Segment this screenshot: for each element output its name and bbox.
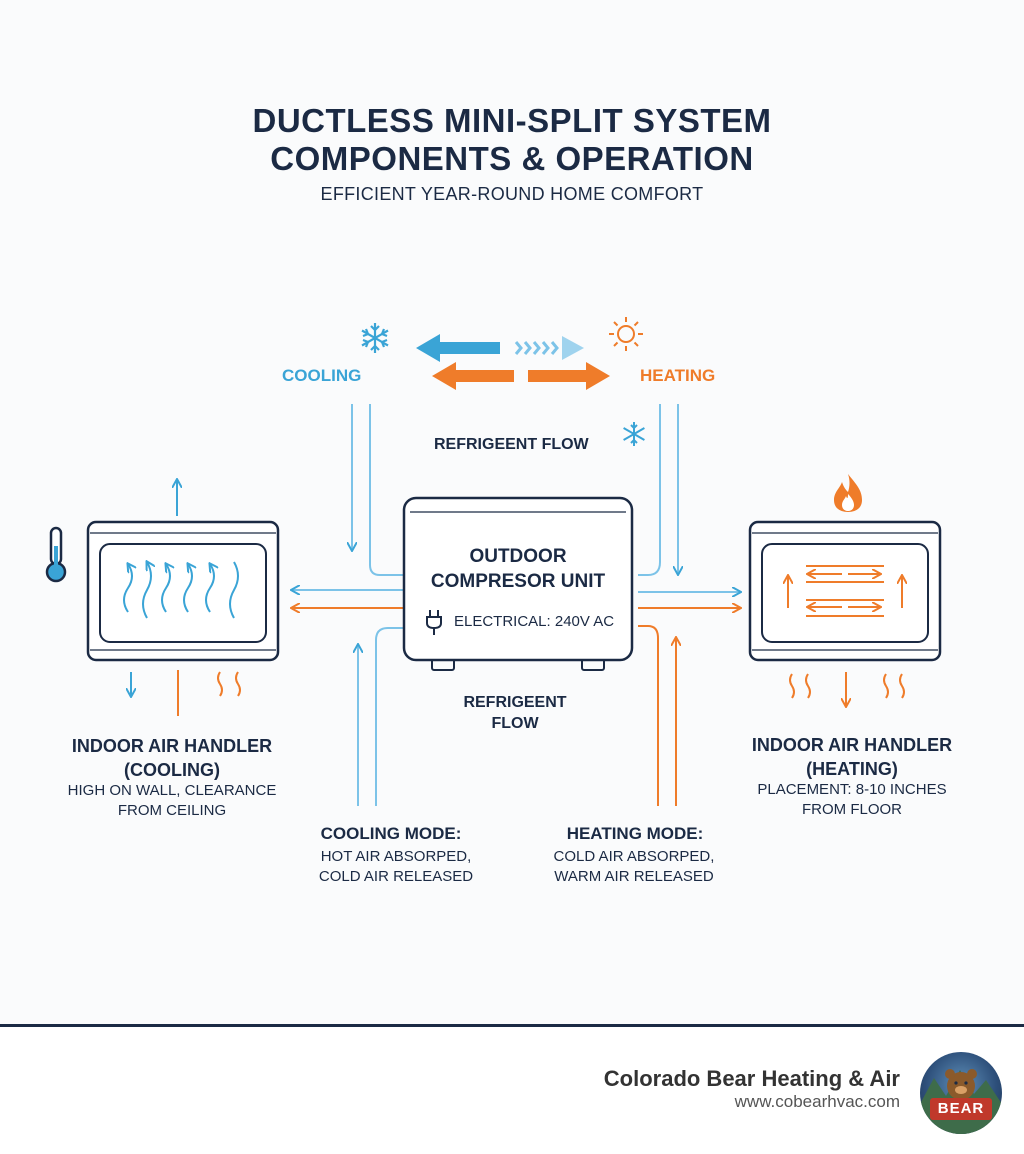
heating-mode-label: HEATING	[640, 366, 716, 385]
outdoor-unit-title-1: OUTDOOR	[469, 546, 567, 567]
indoor-air-handler-cooling	[86, 520, 280, 662]
cooling-mode-line-1: HOT AIR ABSORPED,	[320, 848, 472, 865]
cooling-airflow-waves	[123, 562, 239, 619]
company-website[interactable]: www.cobearhvac.com	[734, 1092, 900, 1111]
indoor-cooling-note-2: FROM CEILING	[117, 802, 227, 819]
heating-airflow-lines	[788, 565, 902, 617]
heating-mode-line-1: COLD AIR ABSORPED,	[553, 848, 715, 865]
small-snowflake-icon	[623, 422, 645, 446]
cooling-refrigerant-lines	[292, 404, 404, 806]
heating-mode-line-2: WARM AIR RELEASED	[554, 868, 714, 885]
thermometer-icon	[45, 526, 67, 583]
logo-text: BEAR	[937, 1100, 985, 1117]
cooling-mode-title: COOLING MODE:	[320, 824, 462, 843]
outdoor-compressor-unit	[402, 496, 634, 671]
refrigerant-flow-label-bottom-2: FLOW	[491, 715, 539, 732]
cooling-direction-arrow	[416, 334, 500, 362]
flame-icon	[834, 474, 862, 512]
title-line-1: DUCTLESS MINI-SPLIT SYSTEM	[252, 102, 772, 139]
sun-icon	[609, 317, 643, 351]
footer	[0, 1027, 1024, 1154]
bear-logo-icon	[920, 1069, 1002, 1134]
cooling-heat-line	[177, 670, 241, 716]
plug-icon	[426, 610, 442, 635]
footer-divider	[0, 1024, 1024, 1027]
heating-refrigerant-lines	[638, 608, 740, 806]
system-diagram	[45, 317, 942, 806]
subtitle: EFFICIENT YEAR-ROUND HOME COMFORT	[320, 184, 704, 204]
cooling-mode-label: COOLING	[282, 366, 362, 385]
company-name: Colorado Bear Heating & Air	[603, 1066, 900, 1091]
company-logo: BEAR	[920, 1052, 1002, 1134]
outdoor-unit-title-2: COMPRESOR UNIT	[430, 571, 606, 592]
cooling-mode-line-2: COLD AIR RELEASED	[318, 868, 474, 885]
snowflake-icon	[361, 323, 389, 353]
indoor-heating-note-2: FROM FLOOR	[802, 801, 902, 818]
indoor-heating-note-1: PLACEMENT: 8-10 INCHES	[757, 781, 947, 798]
electrical-rating: ELECTRICAL: 240V AC	[454, 613, 615, 630]
indoor-cooling-title-1: INDOOR AIR HANDLER	[71, 736, 273, 756]
refrigerant-flow-label-bottom-1: REFRIGEENT	[463, 694, 567, 711]
indoor-heating-title-2: (HEATING)	[806, 759, 898, 779]
heating-left-arrow	[432, 362, 514, 390]
title-line-2: COMPONENTS & OPERATION	[270, 140, 754, 177]
heating-mode-title: HEATING MODE:	[566, 824, 704, 843]
indoor-heating-title-1: INDOOR AIR HANDLER	[751, 735, 953, 755]
refrigerant-flow-label-top: REFRIGEENT FLOW	[434, 436, 589, 453]
heating-right-arrow	[528, 362, 610, 390]
heating-down-arrow	[789, 672, 905, 706]
indoor-cooling-note-1: HIGH ON WALL, CLEARANCE	[67, 782, 277, 799]
indoor-cooling-title-2: (COOLING)	[124, 760, 220, 780]
heating-cool-lines	[638, 404, 740, 592]
cooling-dashed-arrow	[514, 336, 584, 360]
indoor-air-handler-heating	[748, 520, 942, 662]
